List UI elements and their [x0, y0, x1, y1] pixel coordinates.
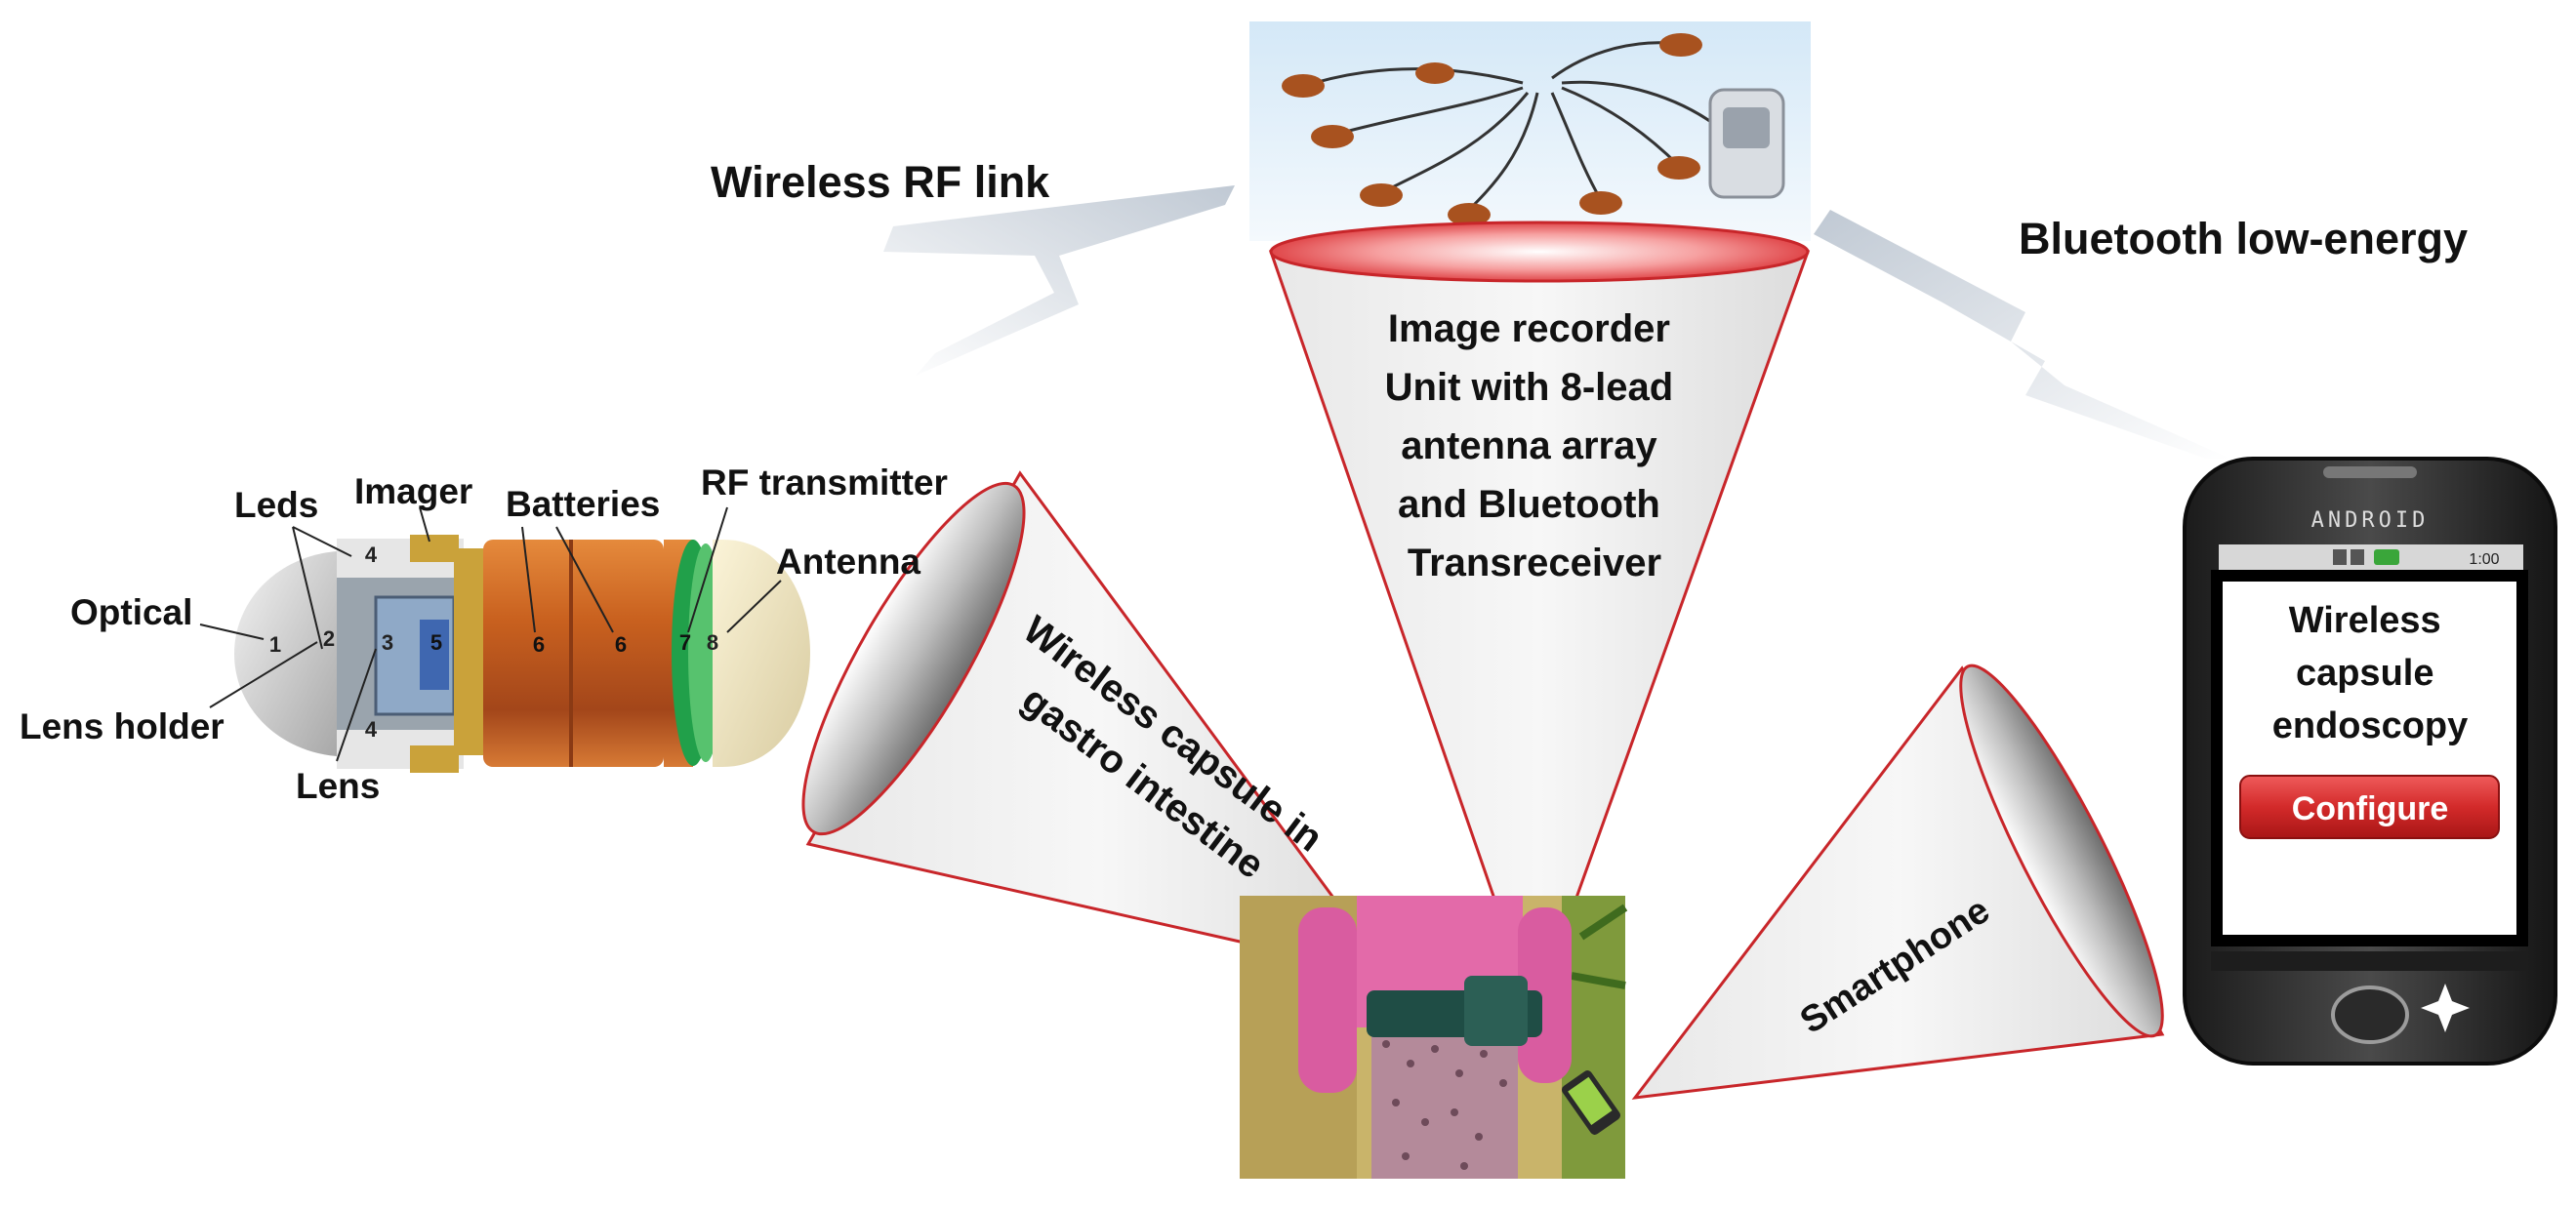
- phone-home-button[interactable]: [2331, 986, 2409, 1044]
- svg-text:6: 6: [533, 632, 545, 657]
- rf-transmitter-label: RF transmitter: [701, 463, 948, 503]
- configure-button-label: Configure: [2292, 790, 2449, 827]
- svg-text:1: 1: [269, 632, 281, 657]
- imager-label: Imager: [354, 471, 472, 511]
- signal-icon: [2333, 549, 2347, 565]
- battery-icon: [2374, 549, 2399, 565]
- status-time: 1:00: [2469, 551, 2499, 568]
- recorder-cone: Image recorder Unit with 8-lead antenna …: [1268, 221, 1811, 1020]
- svg-text:5: 5: [430, 630, 442, 655]
- bluetooth-link-bolt: [1814, 210, 2230, 459]
- configure-button[interactable]: Configure: [2239, 775, 2500, 839]
- phone-screen-title: Wireless capsule endoscopy: [2272, 600, 2469, 746]
- svg-text:8: 8: [707, 630, 718, 655]
- smartphone-illustration: ANDROID 1:00 Wireless capsule endoscopy …: [2183, 457, 2557, 1066]
- svg-text:3: 3: [382, 630, 393, 655]
- phone-status-bar: 1:00: [2219, 544, 2523, 570]
- lens-label: Lens: [296, 766, 380, 806]
- antenna-label: Antenna: [776, 542, 920, 582]
- lens-holder-label: Lens holder: [20, 706, 225, 746]
- phone-screen: [2223, 582, 2516, 935]
- rf-link-bolt: [883, 185, 1235, 376]
- recorder-device-icon: [1708, 88, 1785, 199]
- svg-text:7: 7: [679, 630, 691, 655]
- batteries-label: Batteries: [506, 484, 660, 524]
- capsule-cutaway-illustration: 1 2 3 4 4 5 6 6 7 8: [199, 506, 810, 773]
- optical-label: Optical: [70, 592, 192, 632]
- bluetooth-label: Bluetooth low-energy: [2019, 214, 2468, 263]
- patient-photo: [1240, 896, 1628, 1179]
- capsule-part-numbers: 1 2 3 4 4 5 6 6 7 8: [269, 543, 718, 742]
- svg-text:4: 4: [365, 717, 378, 742]
- phone-in-hand-icon: [1562, 1070, 1620, 1135]
- phone-brand-logo: ANDROID: [2311, 508, 2430, 533]
- leds-label: Leds: [234, 485, 318, 525]
- phone-soft-keys: [2211, 951, 2528, 971]
- capsule-leader-lines: [199, 506, 782, 762]
- recorder-cone-label: Image recorder Unit with 8-lead antenna …: [1385, 307, 1685, 584]
- svg-text:2: 2: [323, 626, 335, 651]
- svg-text:4: 4: [365, 543, 378, 567]
- svg-text:6: 6: [615, 632, 627, 657]
- antenna-array-photo: [1249, 21, 1811, 241]
- sparkle-icon: [2421, 984, 2470, 1032]
- smartphone-cone: Smartphone: [1631, 664, 2165, 1100]
- wireless-rf-link-label: Wireless RF link: [711, 157, 1050, 207]
- wifi-icon: [2351, 549, 2364, 565]
